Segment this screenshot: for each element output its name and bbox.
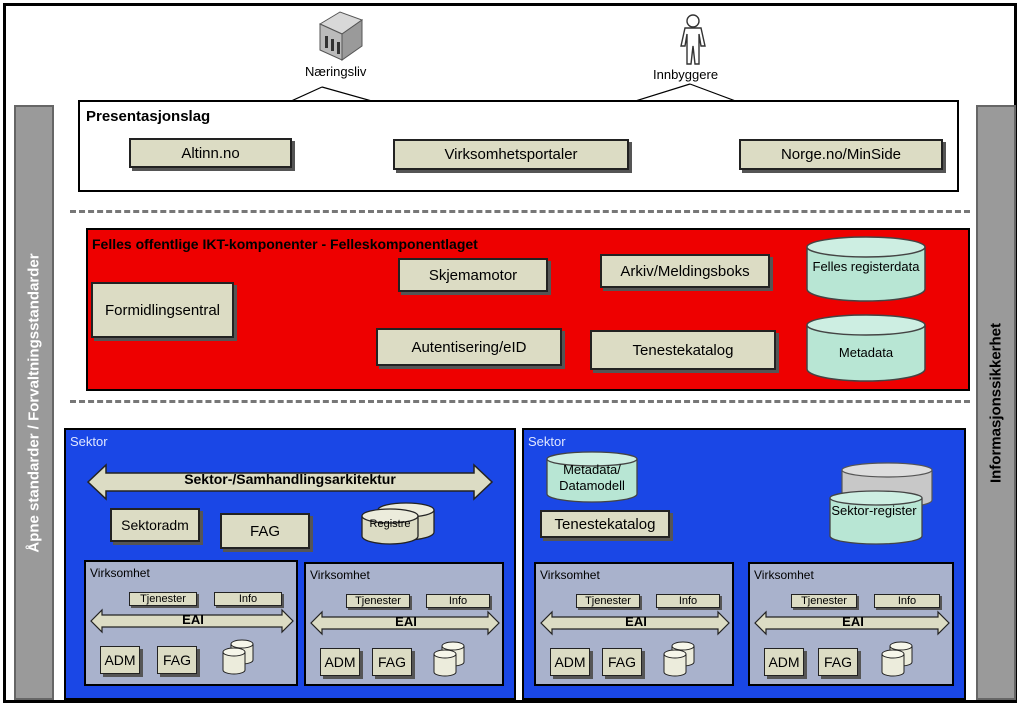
- eai-label: EAI: [395, 614, 417, 629]
- fag-box: FAG: [372, 648, 412, 676]
- registre-label: Registre: [369, 518, 411, 530]
- autentisering-box: Autentisering/eID: [376, 328, 562, 366]
- open-standards-bar: Åpne standarder / Forvaltningsstandarder: [14, 105, 54, 700]
- fag-box: FAG: [157, 646, 197, 674]
- business-portals-box: Virksomhetsportaler: [393, 139, 629, 170]
- fag-box: FAG: [818, 648, 858, 676]
- database-icon: [222, 639, 254, 675]
- presentation-title: Presentasjonslag: [86, 108, 211, 125]
- enterprise-title: Virksomhet: [90, 566, 150, 580]
- arch-label: Sektor-/Samhandlingsarkitektur: [184, 471, 396, 487]
- sector-right-title: Sektor: [528, 434, 566, 449]
- enterprise-box: Virksomhet Tjenester Info EAI ADM FAG: [748, 562, 954, 686]
- enterprise-box: Virksomhet Tjenester Info EAI ADM FAG: [84, 560, 298, 686]
- adm-box: ADM: [320, 648, 360, 676]
- skjemamotor-box: Skjemamotor: [398, 258, 548, 292]
- sector-register-label: Sektor-register: [831, 503, 917, 518]
- adm-box: ADM: [100, 646, 140, 674]
- fag-sector-box: FAG: [220, 513, 310, 549]
- eai-label: EAI: [842, 614, 864, 629]
- services-box: Tjenester: [576, 594, 640, 608]
- sektoradm-box: Sektoradm: [110, 508, 200, 542]
- norge-box: Norge.no/MinSide: [739, 139, 943, 170]
- database-icon: [433, 641, 465, 677]
- eai-arrow: [90, 608, 294, 634]
- person-icon: [680, 14, 706, 65]
- services-box: Tjenester: [129, 592, 197, 606]
- database-icon: [663, 641, 695, 677]
- info-box: Info: [656, 594, 720, 608]
- metadata-model-label: Metadata/ Datamodell: [559, 462, 625, 493]
- building-icon: [318, 11, 364, 61]
- enterprise-title: Virksomhet: [754, 568, 814, 582]
- eai-arrow: [310, 610, 500, 636]
- felles-registerdata-icon: [806, 236, 926, 302]
- arch-arrow: [86, 463, 494, 501]
- enterprise-box: Virksomhet Tjenester Info EAI ADM FAG: [304, 562, 504, 686]
- metadata-db-icon: [806, 314, 926, 382]
- info-security-label: Informasjonssikkerhet: [987, 322, 1005, 483]
- eai-arrow: [540, 610, 730, 636]
- info-security-bar: Informasjonssikkerhet: [976, 105, 1016, 700]
- info-box: Info: [874, 594, 940, 608]
- database-icon: [881, 641, 913, 677]
- separator-top: [70, 210, 970, 213]
- info-box: Info: [426, 594, 490, 608]
- arkiv-box: Arkiv/Meldingsboks: [600, 254, 770, 288]
- eai-arrow: [754, 610, 950, 636]
- common-title: Felles offentlige IKT-komponenter - Fell…: [92, 236, 478, 252]
- services-box: Tjenester: [791, 594, 857, 608]
- eai-label: EAI: [625, 614, 647, 629]
- enterprise-title: Virksomhet: [310, 568, 370, 582]
- felles-registerdata-label: Felles registerdata: [812, 259, 920, 274]
- altinn-box: Altinn.no: [129, 138, 292, 168]
- registre-icon: [361, 502, 435, 545]
- tenestekatalog-common-box: Tenestekatalog: [590, 330, 776, 370]
- adm-box: ADM: [764, 648, 804, 676]
- fag-box: FAG: [602, 648, 642, 676]
- metadata-model-icon: [546, 451, 638, 503]
- tenestekatalog-sector-box: Tenestekatalog: [540, 510, 670, 538]
- sector-register-icon: [829, 462, 933, 545]
- eai-label: EAI: [182, 612, 204, 627]
- open-standards-label: Åpne standarder / Forvaltningsstandarder: [25, 252, 43, 553]
- adm-box: ADM: [550, 648, 590, 676]
- sector-left-title: Sektor: [70, 434, 108, 449]
- enterprise-title: Virksomhet: [540, 568, 600, 582]
- formidlingsentral-box: Formidlingsentral: [91, 282, 234, 338]
- business-label: Næringsliv: [305, 64, 367, 79]
- info-box: Info: [214, 592, 282, 606]
- services-box: Tjenester: [346, 594, 410, 608]
- enterprise-box: Virksomhet Tjenester Info EAI ADM FAG: [534, 562, 734, 686]
- citizens-label: Innbyggere: [653, 67, 719, 82]
- separator-bottom: [70, 400, 970, 403]
- metadata-db-label: Metadata: [838, 345, 894, 360]
